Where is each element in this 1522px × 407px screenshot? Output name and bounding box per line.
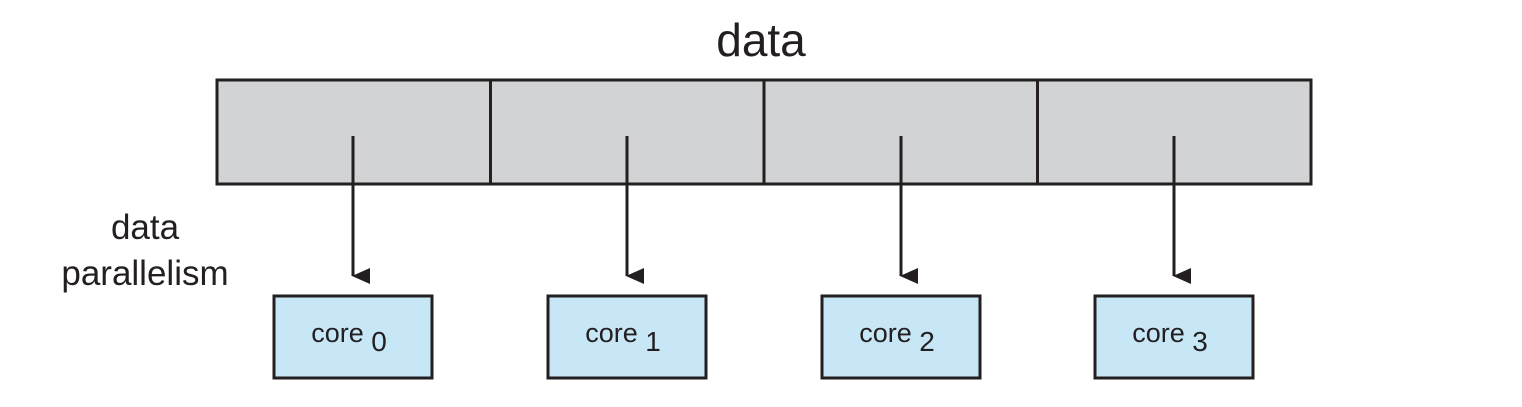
core-word: core bbox=[311, 318, 371, 348]
core-index: 2 bbox=[919, 326, 935, 357]
core-word: core bbox=[1132, 318, 1192, 348]
core-label-1: core 1 bbox=[585, 318, 661, 357]
core-index: 3 bbox=[1192, 326, 1208, 357]
core-label-2: core 2 bbox=[859, 318, 935, 357]
side-label-line1: data bbox=[110, 208, 180, 247]
data-parallelism-label: data parallelism bbox=[30, 205, 260, 297]
side-label-line2: parallelism bbox=[61, 254, 229, 293]
data-title: data bbox=[716, 14, 806, 66]
core-word: core bbox=[585, 318, 645, 348]
core-index: 1 bbox=[645, 326, 661, 357]
core-rect-3 bbox=[1093, 294, 1255, 380]
core-label-3: core 3 bbox=[1132, 318, 1208, 357]
core-rect-1 bbox=[546, 294, 708, 380]
core-index: 0 bbox=[371, 326, 387, 357]
core-label-0: core 0 bbox=[311, 318, 387, 357]
core-rect-0 bbox=[272, 294, 434, 380]
core-rect-2 bbox=[820, 294, 982, 380]
core-box-2: core 2 bbox=[820, 294, 982, 380]
core-box-1: core 1 bbox=[546, 294, 708, 380]
core-box-0: core 0 bbox=[272, 294, 434, 380]
data-block bbox=[215, 78, 1313, 186]
core-box-3: core 3 bbox=[1093, 294, 1255, 380]
core-word: core bbox=[859, 318, 919, 348]
arrows bbox=[351, 136, 1191, 284]
